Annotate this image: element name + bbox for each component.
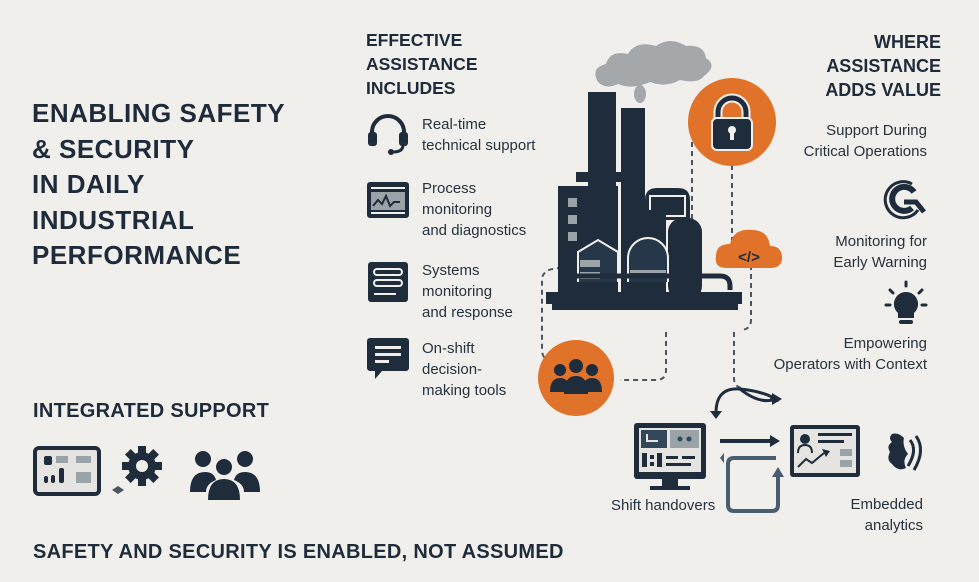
server-icon — [366, 260, 410, 304]
shift-handovers-caption: Shift handovers — [611, 495, 715, 516]
caption-line: Embedded — [850, 496, 923, 513]
item-label: Systems — [422, 262, 480, 279]
heading-line: ASSISTANCE — [826, 56, 941, 76]
heading-line: WHERE — [874, 32, 941, 52]
team-icon — [550, 359, 602, 394]
assistance-item-systems-monitoring: Systems monitoring and response — [366, 260, 513, 323]
title-line: & SECURITY — [32, 133, 195, 164]
item-label: and response — [422, 304, 513, 321]
value-label: Empowering — [843, 335, 927, 352]
workflow-diagram — [634, 387, 860, 513]
value-label: Early Warning — [833, 254, 927, 271]
lock-icon — [711, 93, 753, 151]
value-label: Critical Operations — [803, 143, 927, 160]
integrated-support-heading: INTEGRATED SUPPORT — [33, 400, 270, 422]
factory-icon — [546, 92, 742, 310]
footer-tagline: SAFETY AND SECURITY IS ENABLED, NOT ASSU… — [33, 541, 564, 563]
item-label: monitoring — [422, 283, 493, 300]
value-label: Monitoring for — [835, 233, 927, 250]
title-line: PERFORMANCE — [32, 240, 242, 270]
main-title: ENABLING SAFETY & SECURITY IN DAILY INDU… — [32, 96, 285, 274]
effective-assistance-heading: EFFECTIVE ASSISTANCE INCLUDES — [366, 28, 478, 100]
caption-line: Shift handovers — [611, 497, 716, 514]
search-gauge-icon — [882, 178, 930, 222]
item-label: technical support — [422, 137, 536, 154]
item-label: making tools — [422, 382, 507, 399]
item-label: decision- — [422, 361, 483, 378]
title-line: IN DAILY — [32, 169, 145, 199]
lock-node — [688, 78, 776, 166]
value-item-early-warning: Monitoring for Early Warning — [833, 231, 927, 273]
smoke-cloud — [595, 41, 712, 103]
value-label: Support During — [826, 122, 927, 139]
factory-diagram: </> — [538, 41, 782, 416]
curved-arrow-icon — [714, 387, 779, 414]
item-label: On-shift — [422, 340, 475, 357]
item-label: Process — [422, 180, 477, 197]
item-label: and diagnostics — [422, 222, 527, 239]
head-waves-icon — [884, 430, 930, 474]
dashboard-icon — [33, 444, 101, 498]
value-label: Operators with Context — [773, 356, 927, 373]
item-label: monitoring — [422, 201, 493, 218]
heading-line: ADDS VALUE — [825, 80, 941, 100]
heading-line: EFFECTIVE — [366, 30, 463, 50]
monitor-waveform-icon — [366, 178, 410, 222]
headset-icon — [366, 112, 410, 156]
title-line: ENABLING SAFETY — [32, 98, 286, 128]
analytics-screen-icon — [790, 425, 860, 477]
title-line: INDUSTRIAL — [32, 204, 195, 235]
value-item-critical-operations: Support During Critical Operations — [804, 120, 927, 162]
where-value-heading: WHERE ASSISTANCE ADDS VALUE — [825, 30, 941, 102]
assistance-item-process-monitoring: Process monitoring and diagnostics — [366, 178, 526, 241]
embedded-analytics-caption: Embedded analytics — [850, 494, 923, 536]
handover-monitor-icon — [634, 423, 706, 490]
heading-line: ASSISTANCE — [366, 54, 478, 74]
heading-line: INCLUDES — [366, 78, 456, 98]
caption-line: analytics — [864, 517, 923, 534]
lightbulb-icon — [884, 280, 928, 330]
assistance-item-decision-tools: On-shift decision- making tools — [366, 336, 506, 401]
gear-icon — [106, 444, 166, 500]
team-icon — [188, 448, 262, 502]
team-node — [538, 340, 614, 416]
chat-bubble-icon — [366, 336, 410, 380]
value-item-empowering-operators: Empowering Operators with Context — [774, 333, 927, 375]
cloud-code-icon: </> — [715, 229, 782, 268]
assistance-item-realtime-support: Real-time technical support — [366, 112, 535, 156]
item-label: Real-time — [422, 116, 487, 133]
svg-text:</>: </> — [738, 249, 760, 266]
